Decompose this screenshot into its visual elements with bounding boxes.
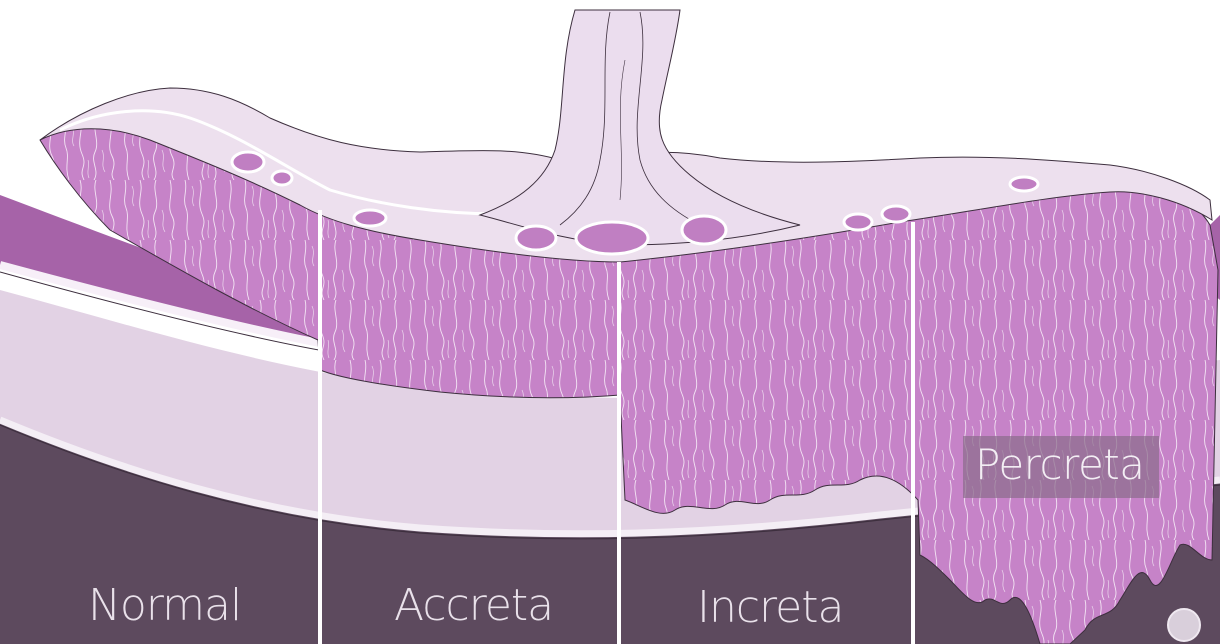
label-accreta: Accreta [394, 580, 553, 631]
vessel [882, 206, 910, 222]
label-normal: Normal [88, 580, 241, 631]
vessel [354, 210, 386, 226]
channel-logo-icon [1167, 608, 1201, 642]
vessel [516, 226, 556, 250]
label-increta: Increta [697, 582, 843, 633]
vessel [682, 216, 726, 244]
vessel [576, 222, 648, 254]
label-percreta: Percreta [975, 440, 1145, 489]
vessel [272, 171, 292, 185]
vessel [844, 214, 872, 230]
vessel [1010, 177, 1038, 191]
vessel [232, 152, 264, 172]
